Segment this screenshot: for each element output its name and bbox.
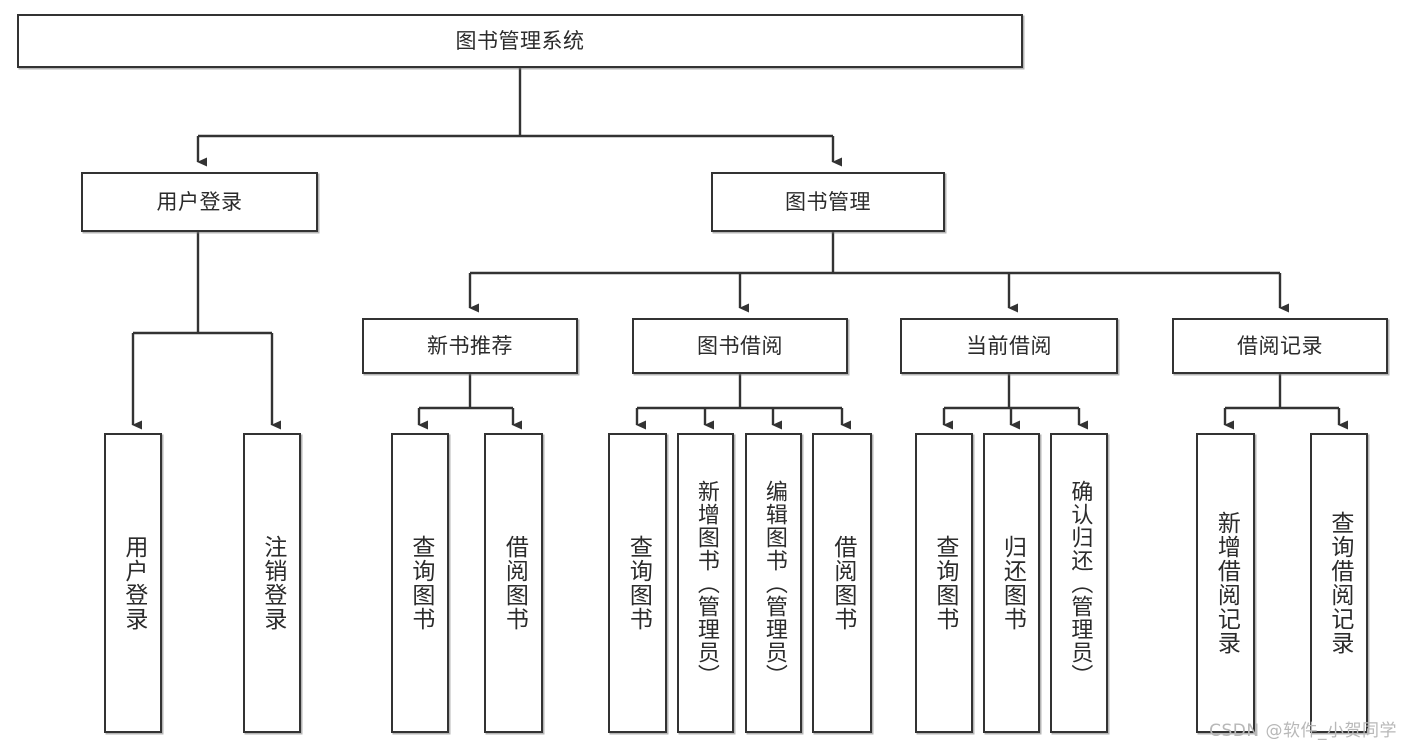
node-leaf-add-book-admin[interactable]: 新增图书（管理员） <box>677 433 734 733</box>
node-leaf-query-book-borrow[interactable]: 查询图书 <box>608 433 667 733</box>
node-book-management[interactable]: 图书管理 <box>711 172 945 232</box>
node-label: 查询图书 <box>407 535 434 631</box>
node-label: 借阅图书 <box>501 535 528 631</box>
node-label: 编辑图书（管理员） <box>761 479 787 687</box>
node-leaf-user-login[interactable]: 用户登录 <box>104 433 162 733</box>
node-leaf-add-borrow-record[interactable]: 新增借阅记录 <box>1196 433 1255 733</box>
node-leaf-query-book-current[interactable]: 查询图书 <box>915 433 973 733</box>
node-label: 图书借阅 <box>697 333 783 358</box>
node-root-book-management-system[interactable]: 图书管理系统 <box>17 14 1023 68</box>
watermark-text: CSDN @软件_小贺同学 <box>1209 721 1397 741</box>
node-label: 用户登录 <box>156 189 243 214</box>
node-leaf-borrow-book[interactable]: 借阅图书 <box>812 433 872 733</box>
node-label: 新书推荐 <box>427 333 513 358</box>
node-label: 确认归还（管理员） <box>1067 479 1093 687</box>
node-leaf-query-borrow-record[interactable]: 查询借阅记录 <box>1310 433 1368 733</box>
node-label: 图书管理 <box>785 189 871 214</box>
node-leaf-confirm-return-admin[interactable]: 确认归还（管理员） <box>1050 433 1108 733</box>
node-book-borrow[interactable]: 图书借阅 <box>632 318 848 374</box>
node-label: 查询图书 <box>931 535 958 631</box>
node-label: 图书管理系统 <box>455 28 585 53</box>
node-label: 借阅图书 <box>829 535 856 631</box>
node-label: 查询图书 <box>625 535 652 631</box>
node-leaf-logout[interactable]: 注销登录 <box>243 433 301 733</box>
node-leaf-query-book-recommend[interactable]: 查询图书 <box>391 433 449 733</box>
node-user-login[interactable]: 用户登录 <box>81 172 318 232</box>
node-label: 注销登录 <box>259 535 286 631</box>
node-label: 归还图书 <box>999 535 1026 631</box>
node-label: 查询借阅记录 <box>1326 511 1353 655</box>
node-leaf-return-book[interactable]: 归还图书 <box>983 433 1040 733</box>
node-label: 用户登录 <box>120 535 147 631</box>
node-label: 新增借阅记录 <box>1213 511 1240 655</box>
node-label: 当前借阅 <box>966 333 1052 358</box>
node-new-book-recommend[interactable]: 新书推荐 <box>362 318 578 374</box>
node-label: 借阅记录 <box>1237 333 1323 358</box>
node-leaf-borrow-book-recommend[interactable]: 借阅图书 <box>484 433 543 733</box>
node-leaf-edit-book-admin[interactable]: 编辑图书（管理员） <box>745 433 802 733</box>
node-current-borrow[interactable]: 当前借阅 <box>900 318 1118 374</box>
node-label: 新增图书（管理员） <box>693 479 719 687</box>
node-borrow-records[interactable]: 借阅记录 <box>1172 318 1388 374</box>
